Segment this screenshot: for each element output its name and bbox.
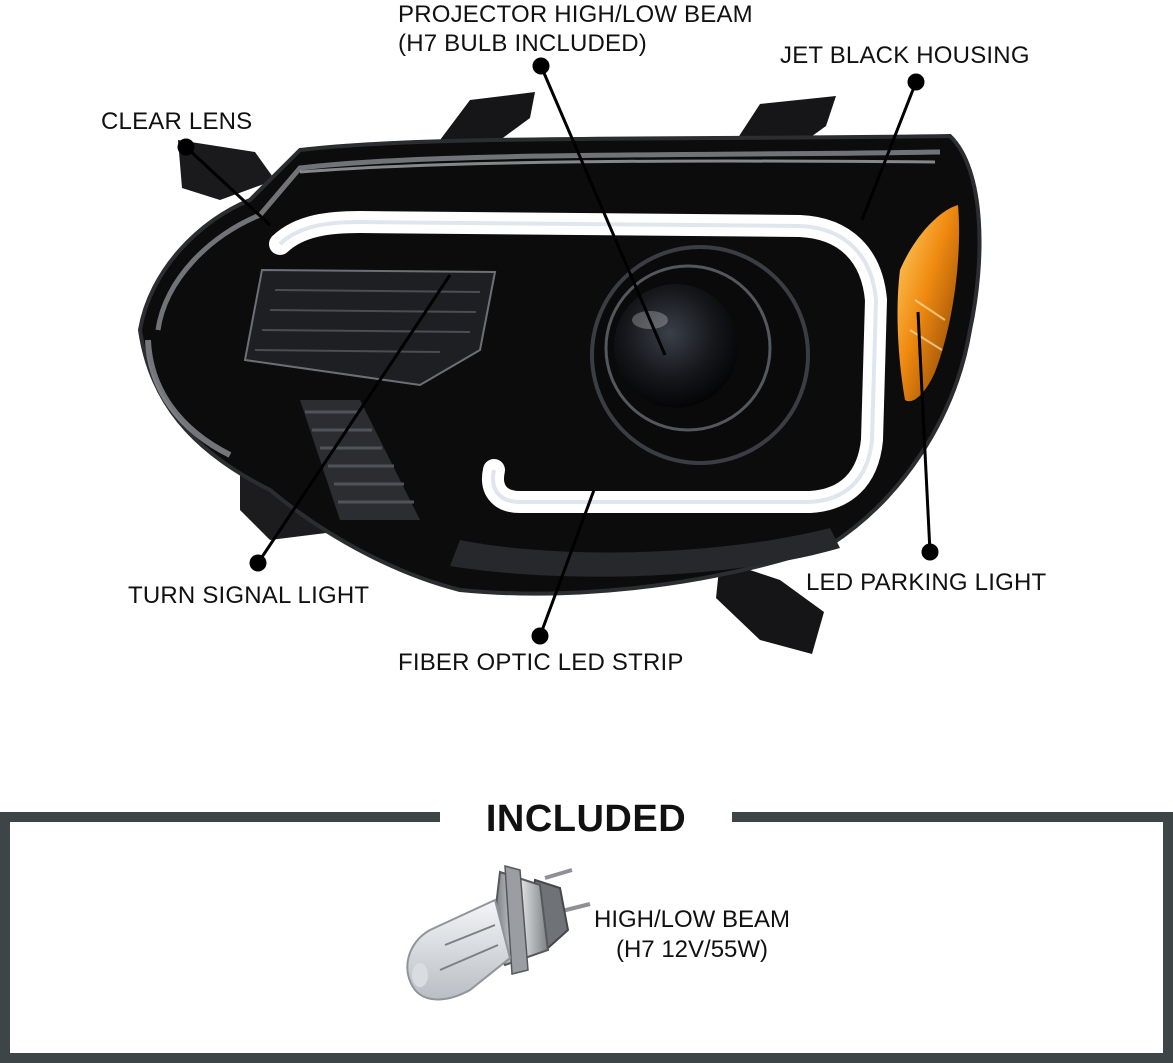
callout-lines [177,57,939,645]
lens-leader [184,145,272,227]
callout-projector-line2: (H7 BULB INCLUDED) [398,30,647,57]
bulb-caption-line1: HIGH/LOW BEAM [594,906,791,933]
projector-dot [532,57,550,75]
bulb-caption: HIGH/LOW BEAM (H7 12V/55W) [594,905,790,965]
h7-bulb-image [406,865,591,1001]
clear-lens-edge [145,339,232,458]
projector-lens [614,284,738,408]
turn-signal-dot [249,554,267,572]
callout-lens: CLEAR LENS [101,108,253,135]
bulb-caption-line2: (H7 12V/55W) [615,936,769,963]
projector-ring [604,264,772,432]
parking-dot [921,543,939,561]
clear-lens-rim [155,149,941,331]
bottom-lip [450,528,840,577]
callout-parking: LED PARKING LIGHT [806,569,1047,596]
fiber-dot [531,627,549,645]
mount-tab-left [178,140,275,200]
housing-leader [860,81,918,221]
callout-projector: PROJECTOR HIGH/LOW BEAM (H7 BULB INCLUDE… [398,0,753,58]
callout-projector-line1: PROJECTOR HIGH/LOW BEAM [398,1,753,28]
included-title: INCLUDED [485,798,687,840]
amber-parking-light [897,205,960,402]
mount-tab-bottom [716,560,824,654]
projector-leader [539,65,667,356]
fiber-leader [538,489,596,637]
parking-leader [916,311,932,553]
top-strip [299,159,936,174]
housing-dot [907,73,925,91]
turn-signal-leader [256,274,452,564]
lens-dot [177,138,195,156]
included-frame [0,812,1173,1063]
callout-housing: JET BLACK HOUSING [780,42,1030,69]
frame-left-part [0,812,1173,1063]
mount-tab-top-1 [440,92,535,140]
callout-fiber: FIBER OPTIC LED STRIP [398,649,684,676]
callout-turn-signal: TURN SIGNAL LIGHT [128,582,370,609]
